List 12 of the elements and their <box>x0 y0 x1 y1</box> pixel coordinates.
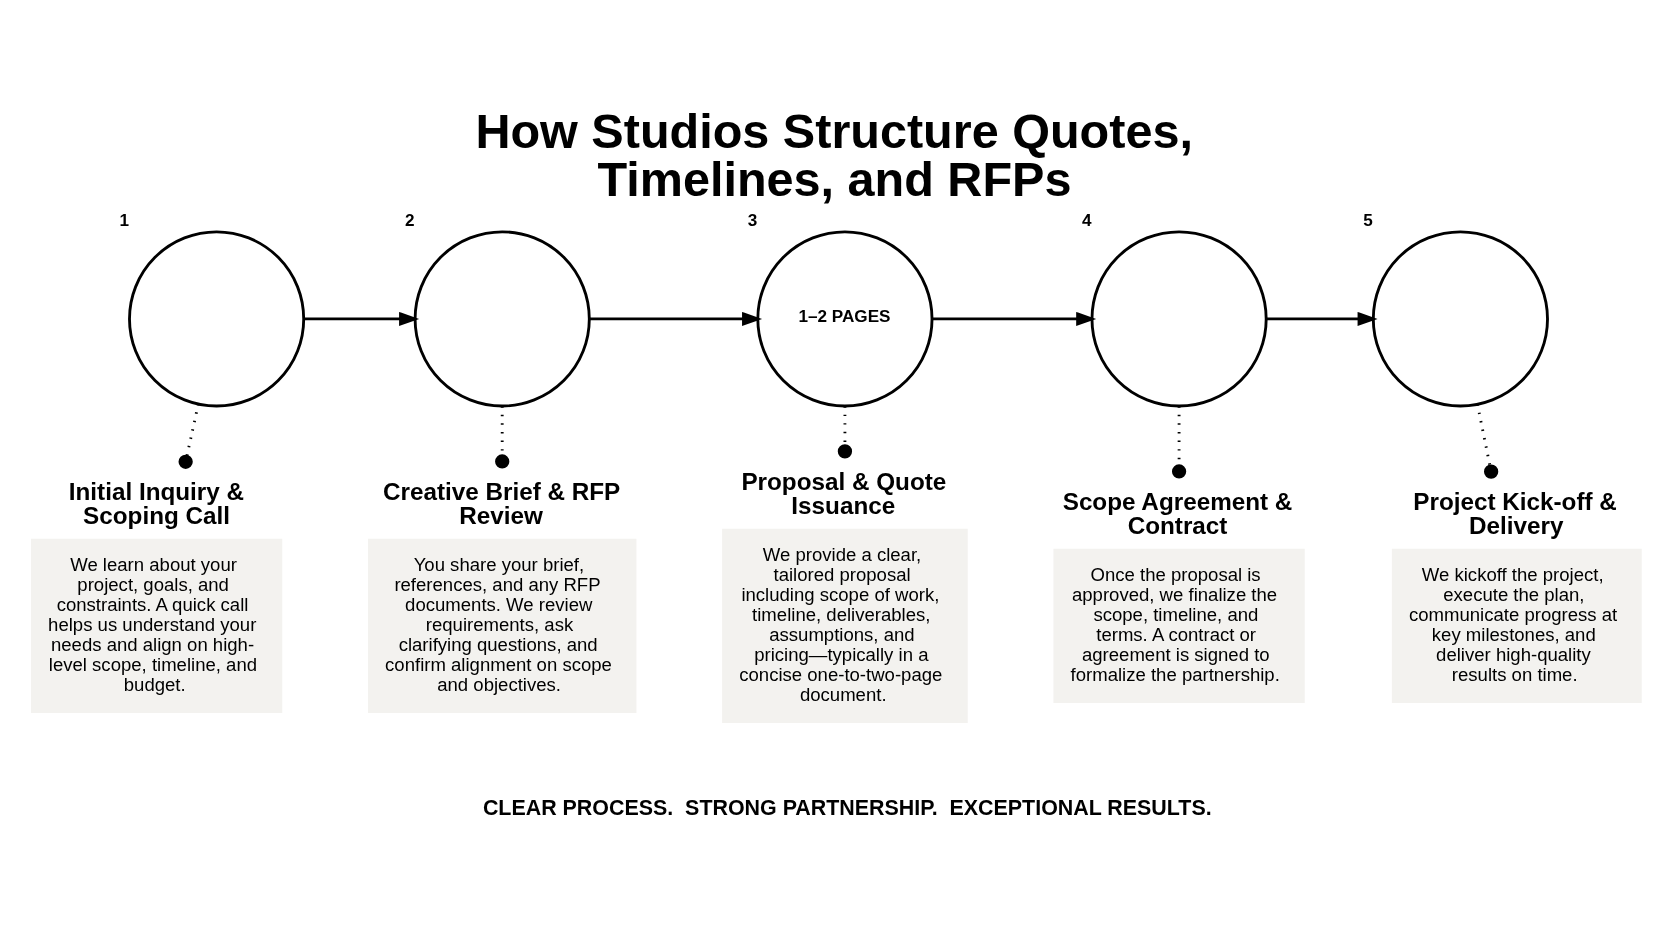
diagram-title: How Studios Structure Quotes, Timelines, and RFPs <box>475 103 1193 206</box>
node-label: 4 <box>1081 209 1092 230</box>
label: CLEAR PROCESS. STRONG PARTNERSHIP. EXCEPTIONAL RESULTS. <box>482 795 1212 820</box>
node-label: Initial Inquiry & Scoping Call <box>68 477 245 529</box>
node-label: 1 <box>119 209 130 230</box>
node-label: Project Kick-off & Delivery <box>1413 487 1617 539</box>
node-label: Creative Brief & RFP Review <box>382 477 621 529</box>
node-label: Proposal & Quote Issuance <box>741 467 947 519</box>
node-label: 2 <box>405 209 415 230</box>
node-label: 5 <box>1363 209 1373 230</box>
node-label: 3 <box>747 209 758 230</box>
node-label: Scope Agreement & Contract <box>1062 487 1293 539</box>
